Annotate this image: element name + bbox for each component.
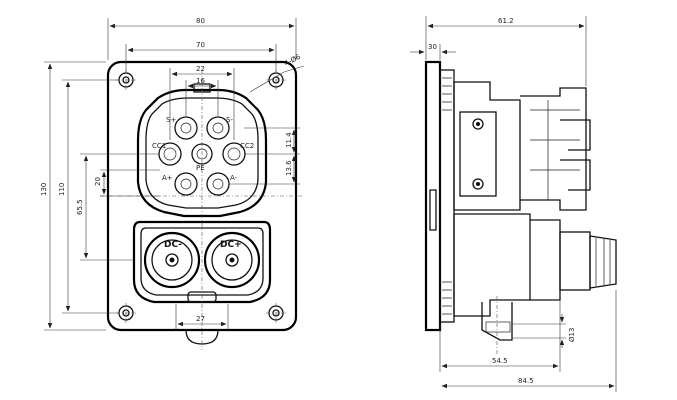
dim-upper-width: 22 xyxy=(196,65,205,73)
side-dimensions xyxy=(410,16,617,392)
dim-overall-depth: 84.5 xyxy=(518,377,534,385)
dim-overall-width: 80 xyxy=(196,17,205,25)
dim-cable-dia: Ø13 xyxy=(568,328,576,342)
side-flange xyxy=(424,60,442,332)
side-bracket xyxy=(459,111,497,197)
dim-pin-spacing-x: 16 xyxy=(196,77,205,85)
front-horizontal-dimensions xyxy=(107,18,305,330)
dim-bottom-tab: 27 xyxy=(196,315,205,323)
front-vertical-dimensions xyxy=(44,61,300,331)
side-lower-connector xyxy=(530,219,561,301)
side-upper-connector xyxy=(520,87,587,211)
dim-hole-spacing-y: 110 xyxy=(58,183,66,196)
front-view: S+ S- CC1 CC2 PE A+ A- DC- DC+ xyxy=(40,17,305,350)
dim-pin-offset: 20 xyxy=(94,177,102,186)
dim-dc-height: 65.5 xyxy=(76,199,84,215)
dim-pin-y-2: 13.6 xyxy=(285,160,293,176)
dim-depth-upper: 61.2 xyxy=(498,17,514,25)
pin-label-cc1: CC1 xyxy=(152,142,166,150)
dim-flange: 30 xyxy=(428,43,437,51)
dim-hole-spacing-x: 70 xyxy=(196,41,205,49)
pin-label-pe: PE xyxy=(196,164,205,172)
mounting-holes xyxy=(116,70,286,323)
pin-label-s-minus: S- xyxy=(226,116,233,124)
pin-label-cc2: CC2 xyxy=(240,142,254,150)
side-view: 61.2 30 54.5 84.5 Ø13 xyxy=(410,16,617,392)
side-body-lower xyxy=(453,213,531,317)
dim-overall-height: 130 xyxy=(40,183,48,196)
dc-pin-group xyxy=(143,231,261,289)
dim-pin-y-1: 11.4 xyxy=(285,132,293,148)
cable-gland xyxy=(589,235,617,289)
side-body-upper xyxy=(453,81,521,211)
pin-label-a-minus: A- xyxy=(230,174,238,182)
pin-label-a-plus: A+ xyxy=(162,174,173,182)
pin-label-s-plus: S+ xyxy=(166,116,176,124)
pin-label-dc-plus: DC+ xyxy=(220,240,242,250)
bottom-fitting xyxy=(481,302,513,341)
signal-pin-group xyxy=(158,116,246,196)
dim-depth-lower: 54.5 xyxy=(492,357,508,365)
pin-label-dc-minus: DC- xyxy=(164,240,182,250)
